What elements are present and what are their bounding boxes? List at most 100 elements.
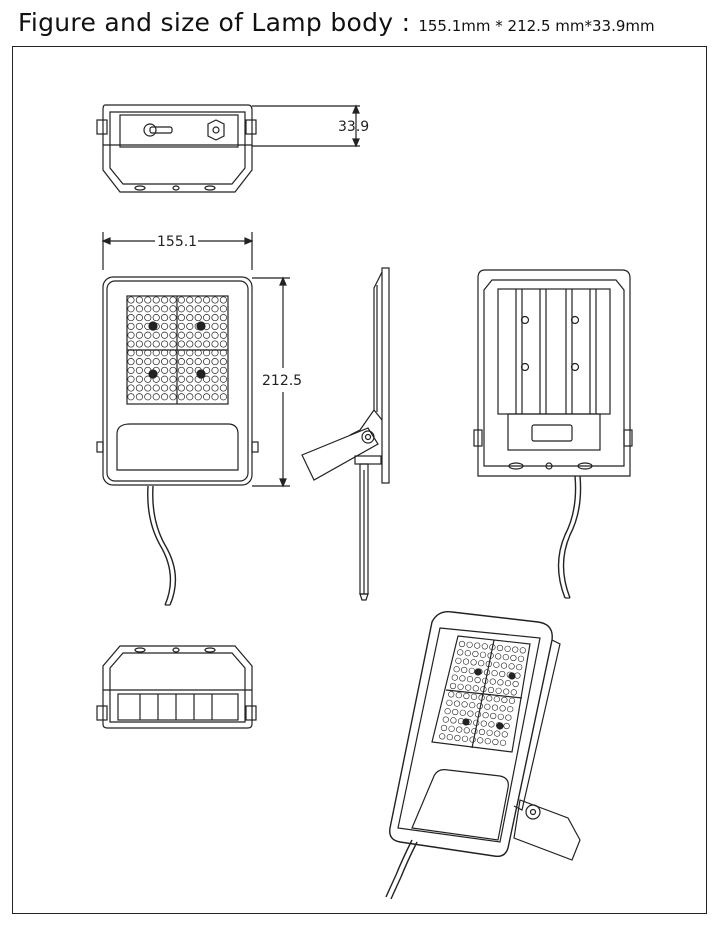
iso-led-dot xyxy=(502,654,509,661)
led-dot xyxy=(152,305,160,313)
led-dot xyxy=(194,340,202,348)
iso-led-dot xyxy=(501,696,508,704)
led-dot xyxy=(194,349,202,357)
led-dot xyxy=(203,314,211,322)
bottom-view xyxy=(96,645,257,729)
iso-led-dot xyxy=(507,706,514,713)
led-dot xyxy=(194,358,202,366)
iso-led-dot xyxy=(471,728,478,735)
iso-led-dot xyxy=(463,727,470,734)
led-dot xyxy=(135,322,143,330)
led-dot xyxy=(152,314,160,322)
led-dot xyxy=(161,375,169,383)
led-dot xyxy=(177,349,185,357)
led-dot xyxy=(161,349,169,357)
led-dot xyxy=(152,358,160,366)
led-dot xyxy=(161,393,169,401)
iso-led-dot xyxy=(459,675,466,682)
led-dot xyxy=(152,393,160,401)
led-dot xyxy=(219,366,227,374)
iso-led-dot xyxy=(499,670,506,678)
iso-led-dot xyxy=(461,735,469,742)
led-dot xyxy=(203,331,211,339)
led-dot xyxy=(135,296,143,304)
led-dot xyxy=(127,331,135,339)
iso-led-dot xyxy=(505,714,512,721)
iso-led-dot xyxy=(453,666,460,673)
led-dot xyxy=(135,393,143,401)
back-view xyxy=(473,269,633,599)
led-dot xyxy=(127,375,135,383)
iso-led-dot xyxy=(490,712,497,720)
led-dot xyxy=(152,349,160,357)
led-dot xyxy=(135,358,143,366)
iso-led-dot xyxy=(448,691,455,698)
led-dot xyxy=(169,366,177,374)
led-dot xyxy=(219,331,227,339)
iso-led-dot xyxy=(461,666,468,674)
led-dot xyxy=(203,384,211,392)
led-dot xyxy=(219,393,227,401)
iso-led-dot xyxy=(467,710,474,717)
led-dot xyxy=(186,384,194,392)
iso-led-dot xyxy=(493,661,500,668)
led-dot xyxy=(219,358,227,366)
depth-dimension-label: 33.9 xyxy=(338,119,369,135)
top-view xyxy=(96,104,360,193)
led-dot xyxy=(186,340,194,348)
led-dot xyxy=(186,305,194,313)
led-dot xyxy=(203,349,211,357)
led-dot xyxy=(144,296,152,304)
led-dot xyxy=(211,384,219,392)
led-dot xyxy=(219,314,227,322)
led-dot xyxy=(211,296,219,304)
led-dot xyxy=(135,340,143,348)
led-dot xyxy=(186,322,194,330)
title-main: Figure and size of Lamp body : xyxy=(18,8,411,37)
iso-led-dot xyxy=(510,654,517,662)
led-dot xyxy=(186,314,194,322)
iso-led-dot xyxy=(499,739,507,746)
iso-led-dot xyxy=(484,738,491,745)
led-dot xyxy=(127,305,135,313)
led-dot xyxy=(135,305,143,313)
iso-led-dot xyxy=(459,709,466,716)
led-dot xyxy=(194,305,202,313)
iso-led-dot xyxy=(489,678,496,685)
led-dot xyxy=(194,314,202,322)
led-dot xyxy=(169,375,177,383)
led-dot xyxy=(211,322,219,330)
iso-led-dot xyxy=(452,708,459,716)
led-dot xyxy=(219,305,227,313)
led-dot xyxy=(177,314,185,322)
iso-led-dot xyxy=(493,696,500,703)
iso-led-dot xyxy=(497,713,504,720)
iso-led-dot xyxy=(474,642,481,649)
led-dot xyxy=(186,358,194,366)
led-dot xyxy=(127,314,135,322)
iso-led-dot xyxy=(454,734,461,742)
iso-led-dot xyxy=(469,736,476,743)
led-dot xyxy=(127,296,135,304)
led-dot xyxy=(203,305,211,313)
iso-led-dot xyxy=(474,711,482,718)
led-dot xyxy=(177,305,185,313)
led-dot xyxy=(219,322,227,330)
iso-led-dot xyxy=(456,726,463,733)
led-dot xyxy=(203,340,211,348)
led-dot xyxy=(161,322,169,330)
led-dot xyxy=(152,384,160,392)
iso-led-dot xyxy=(484,703,491,710)
led-dot xyxy=(211,366,219,374)
iso-led-dot xyxy=(517,655,525,662)
iso-led-dot xyxy=(466,676,474,683)
iso-led-dot xyxy=(464,650,471,657)
iso-led-dot xyxy=(451,674,458,681)
led-dot xyxy=(203,393,211,401)
iso-led-dot xyxy=(516,664,523,671)
iso-led-dot xyxy=(444,708,451,715)
iso-led-dot xyxy=(440,724,448,732)
iso-led-dot xyxy=(504,680,512,687)
led-dot xyxy=(144,349,152,357)
